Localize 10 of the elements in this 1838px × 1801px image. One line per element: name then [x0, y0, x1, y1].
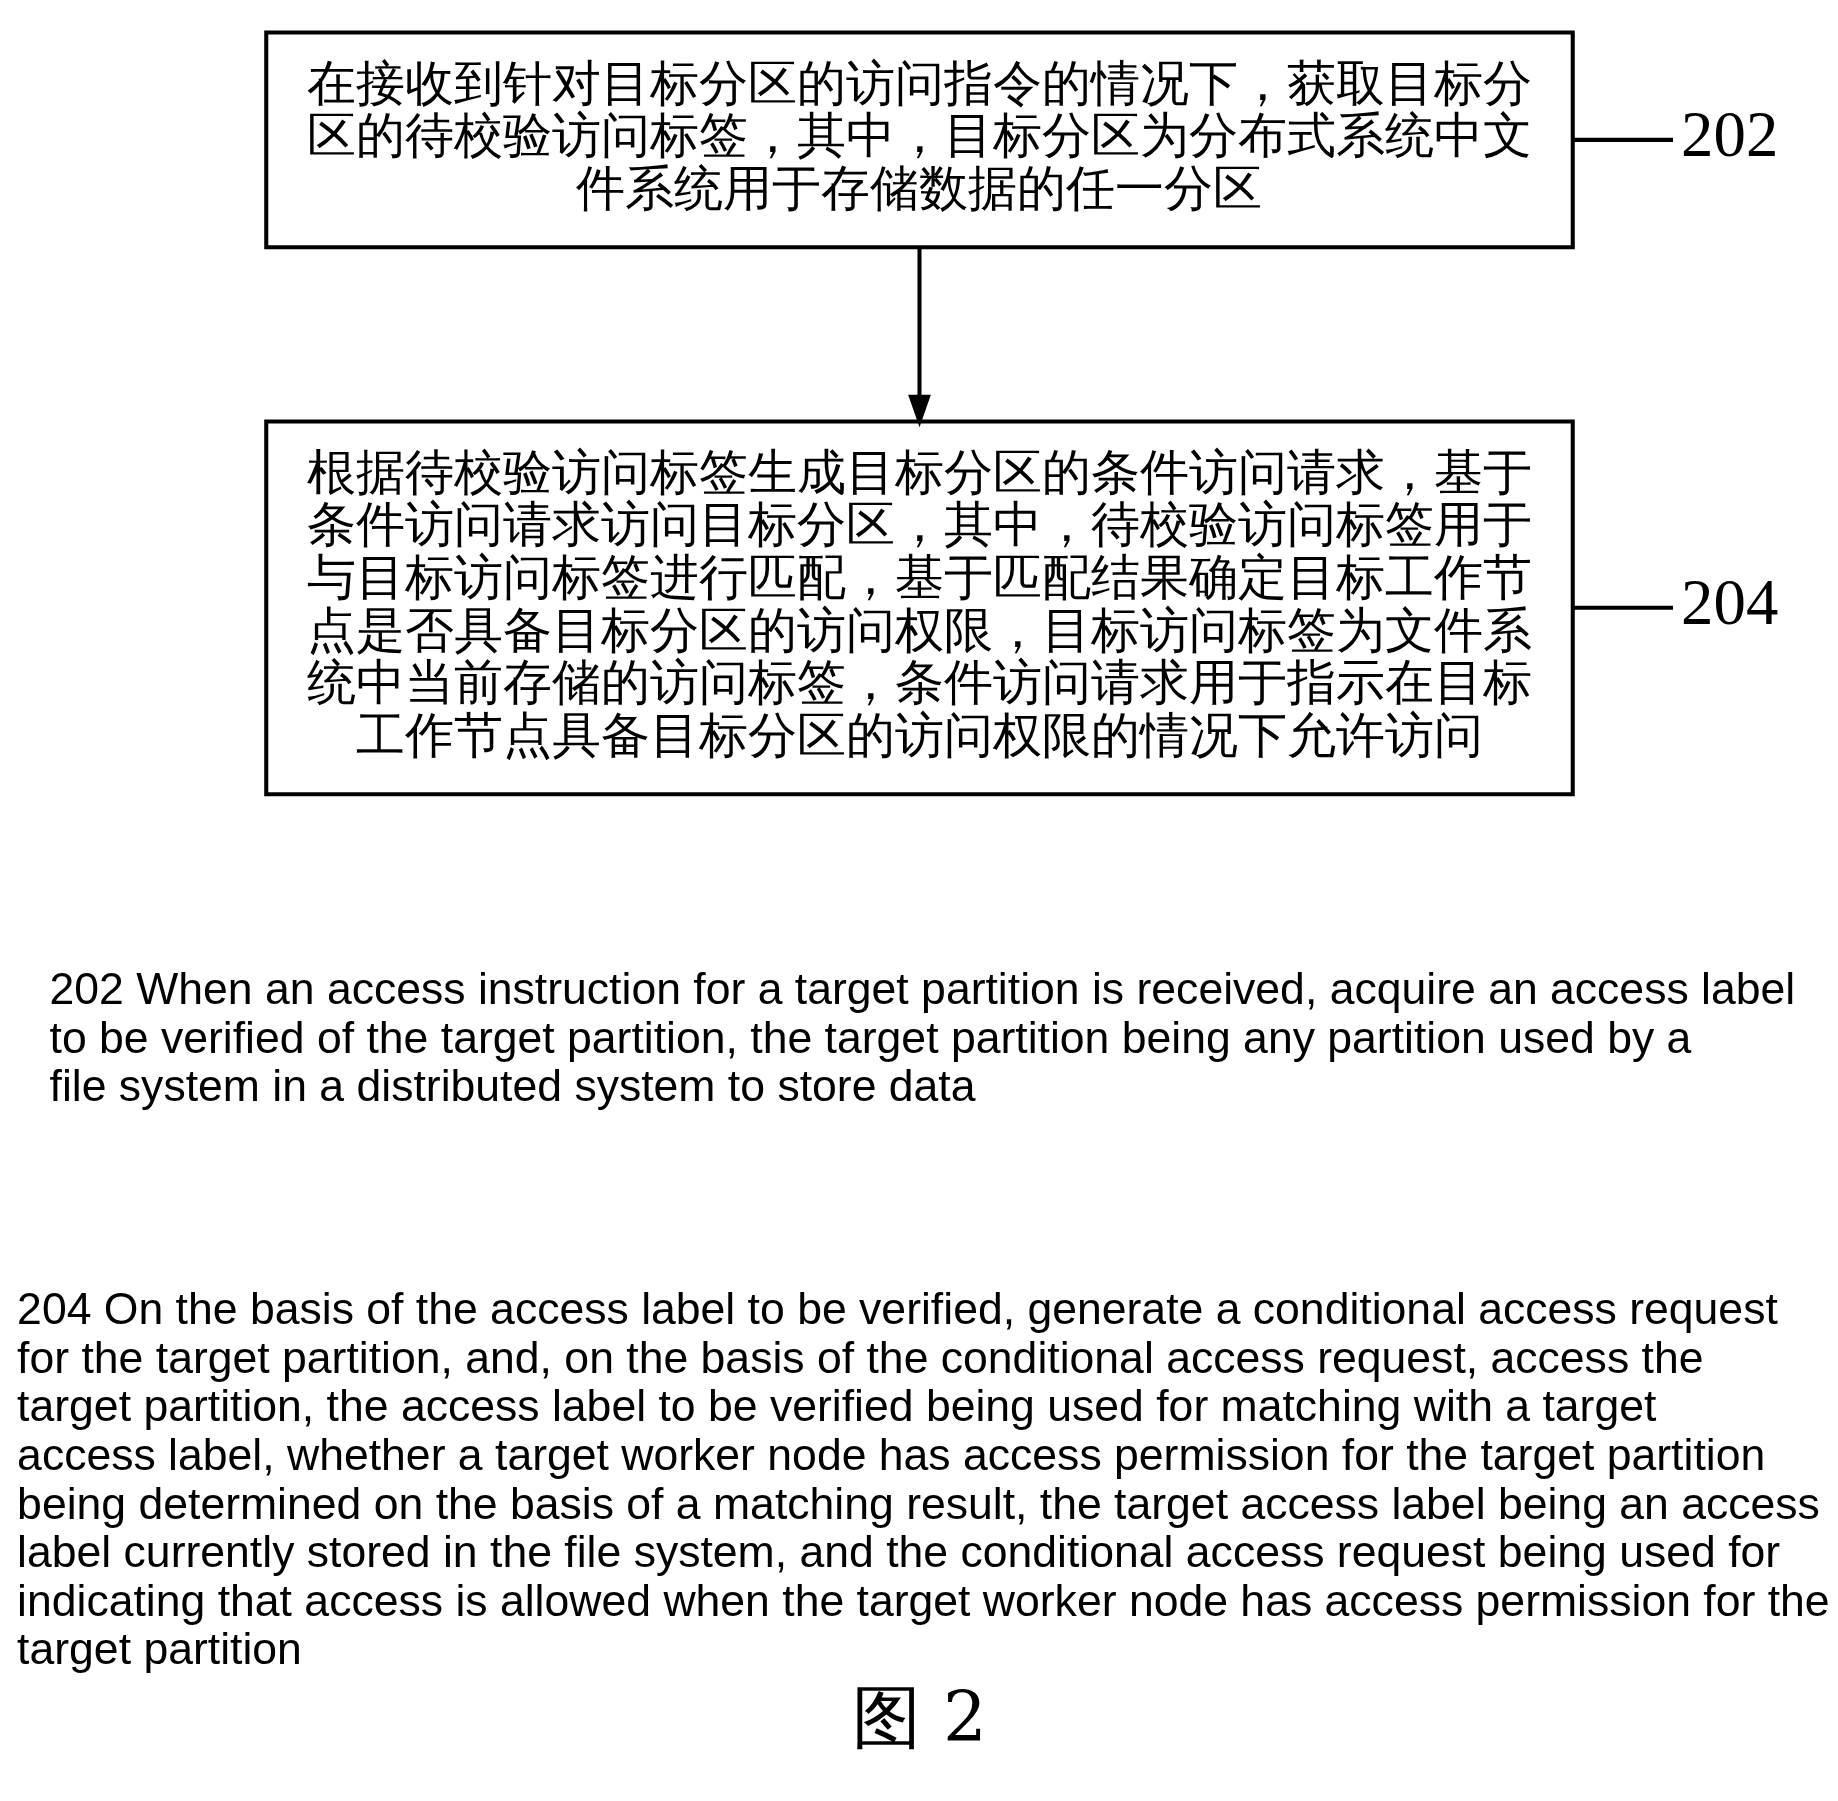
connector: [1572, 137, 1673, 142]
node-box: 在接收到针对目标分区的访问指令的情况下，获取目标分区的待校验访问标签，其中，目标分区为分布式系统中文件系统用于存储数据的任一分区: [263, 30, 1575, 250]
node-box: 根据待校验访问标签生成目标分区的条件访问请求，基于条件访问请求访问目标分区，其中，待校验访问标签用于与目标访问标签进行匹配，基于匹配结果确定目标工作节点是否具备目标分区的访问权限，目标访问标签为文件系统中当前存储的访问标签，条件访问请求用于指示在目标工作节点具备目标分区的访问权限的情况下允许访问: [263, 419, 1575, 797]
label: 204 On the basis of the access label to be verified, generate a conditional access request for the target partition, and, on the basis of the conditional access request, access the target partition, the access label to be verified being used for matching with a target access label, whether a target worker node has access permission for the target partition being determined on the basis of a matching result, the target access label being an access label currently stored in the file system, and the conditional access request being used for indicating that access is allowed when the target worker node has access permission for the target partition: [16, 1284, 1830, 1674]
node-text: 202: [1680, 98, 1778, 171]
connector: [1572, 605, 1673, 610]
caption: 图 2: [851, 1676, 987, 1757]
node-text: 204: [1680, 566, 1778, 639]
arrow: [907, 247, 931, 428]
label: 202 When an access instruction for a target partition is received, acquire an access label to be verified of the target partition, the target partition being any partition used by a file system in a distributed system to store data: [49, 964, 1795, 1111]
